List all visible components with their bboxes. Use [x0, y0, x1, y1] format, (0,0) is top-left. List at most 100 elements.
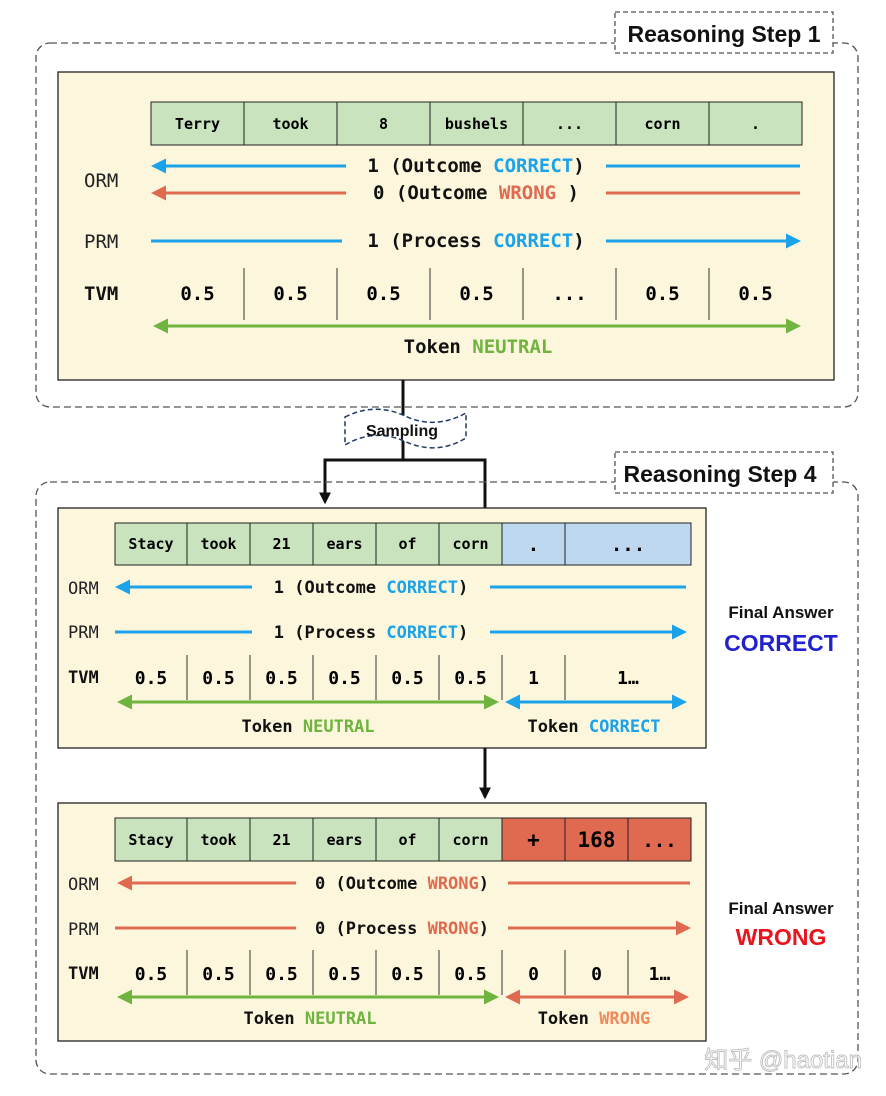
step1-tvm-value-3: 0.5	[459, 283, 493, 305]
correct-token-text-0: Stacy	[128, 535, 173, 553]
final-answer-wrong-verdict: WRONG	[736, 924, 827, 950]
step1-tvm-value-2: 0.5	[366, 283, 400, 305]
step4-title-box	[614, 451, 834, 494]
correct-token-6	[501, 522, 566, 566]
step4-outer-frame	[35, 481, 859, 1075]
step1-outer-frame	[35, 42, 859, 408]
wrong-token-8	[627, 817, 692, 862]
wrong-prm-text: 0 (Process WRONG)	[315, 919, 489, 939]
correct-token-text-3: ears	[326, 535, 362, 553]
correct-token-1	[186, 522, 251, 566]
correct-tvm-value-3: 0.5	[328, 668, 361, 689]
step1-token-text-1: took	[272, 115, 308, 133]
correct-token-text-7: ...	[611, 534, 645, 556]
step1-token-neutral-label: Token NEUTRAL	[404, 336, 553, 358]
step1-token-strip: Terry took 8 bushels ... corn .	[150, 101, 803, 146]
correct-token-strip: Stacy took 21 ears of corn . ...	[114, 522, 692, 566]
correct-token-5	[438, 522, 503, 566]
correct-tvm-dividers	[186, 655, 566, 700]
correct-tvm-value-4: 0.5	[391, 668, 424, 689]
correct-tvm-value-5: 0.5	[454, 668, 487, 689]
wrong-tvm-value-5: 0.5	[454, 964, 487, 985]
wrong-tvm-label: TVM	[68, 964, 99, 984]
correct-token-3	[312, 522, 377, 566]
wrong-token-text-7: 168	[578, 828, 616, 852]
wrong-tvm-value-0: 0.5	[135, 964, 168, 985]
wrong-token-6	[501, 817, 566, 862]
correct-token-7	[564, 522, 692, 566]
wrong-token-text-1: took	[200, 831, 236, 849]
step4-title: Reasoning Step 4	[624, 461, 817, 487]
wrong-token-neutral-label: Token NEUTRAL	[243, 1009, 376, 1029]
wrong-tvm-value-4: 0.5	[391, 964, 424, 985]
correct-prm-text: 1 (Process CORRECT)	[274, 623, 469, 643]
correct-token-text-4: of	[398, 535, 416, 553]
correct-token-0	[114, 522, 188, 566]
wrong-tvm-value-6: 0	[528, 964, 539, 985]
wrong-token-text-4: of	[398, 831, 416, 849]
wrong-token-text-8: ...	[642, 830, 676, 852]
step1-title: Reasoning Step 1	[628, 21, 821, 47]
wrong-tvm-value-7: 0	[591, 964, 602, 985]
wrong-token-2	[249, 817, 314, 862]
step1-token-0	[150, 101, 245, 146]
wrong-tvm-dividers	[186, 950, 629, 995]
step1-tvm-value-1: 0.5	[273, 283, 307, 305]
final-answer-correct-heading: Final Answer	[728, 603, 834, 622]
correct-token-text-2: 21	[272, 535, 290, 553]
correct-tvm-value-7: 1…	[617, 668, 639, 689]
correct-tvm-label: TVM	[68, 668, 99, 688]
step1-token-text-0: Terry	[175, 115, 220, 133]
correct-token-4	[375, 522, 440, 566]
step1-tvm-dividers	[243, 268, 710, 320]
step1-orm-label: ORM	[84, 170, 118, 192]
correct-token-2	[249, 522, 314, 566]
step1-token-6	[708, 101, 803, 146]
step1-tvm-value-5: 0.5	[645, 283, 679, 305]
wrong-tvm-value-8: 1…	[649, 964, 671, 985]
wrong-orm-text: 0 (Outcome WRONG)	[315, 874, 489, 894]
step1-token-text-4: ...	[556, 115, 583, 133]
correct-orm-label: ORM	[68, 579, 99, 599]
step1-tvm-label: TVM	[84, 283, 118, 305]
step1-tvm-value-0: 0.5	[180, 283, 214, 305]
wrong-orm-label: ORM	[68, 875, 99, 895]
step1-token-3	[429, 101, 524, 146]
correct-token-text-1: took	[200, 535, 236, 553]
watermark: 知乎 @haotian	[704, 1047, 862, 1074]
wrong-token-strip: Stacy took 21 ears of corn + 168 ...	[114, 817, 692, 862]
correct-tvm-value-6: 1	[528, 668, 539, 689]
wrong-tvm-value-3: 0.5	[328, 964, 361, 985]
wrong-token-text-3: ears	[326, 831, 362, 849]
correct-token-neutral-label: Token NEUTRAL	[241, 717, 374, 737]
step1-orm-wrong-text: 0 (Outcome WRONG )	[373, 182, 579, 204]
wrong-token-5	[438, 817, 503, 862]
wrong-token-text-6: +	[527, 828, 540, 852]
step1-prm-label: PRM	[84, 231, 118, 253]
sampling-branch	[319, 458, 487, 508]
wrong-token-wrong-label: Token WRONG	[538, 1009, 651, 1029]
step1-token-text-5: corn	[644, 115, 680, 133]
step1-orm-correct-text: 1 (Outcome CORRECT)	[367, 155, 584, 177]
correct-tvm-value-2: 0.5	[265, 668, 298, 689]
step1-token-1	[243, 101, 338, 146]
wrong-token-3	[312, 817, 377, 862]
wrong-prm-label: PRM	[68, 920, 99, 940]
step1-token-text-2: 8	[379, 115, 388, 133]
correct-token-text-6: .	[528, 534, 539, 556]
wrong-token-text-2: 21	[272, 831, 290, 849]
step1-token-text-6: .	[751, 115, 760, 133]
correct-orm-text: 1 (Outcome CORRECT)	[274, 578, 469, 598]
wrong-tvm-value-1: 0.5	[202, 964, 235, 985]
step1-tvm-value-6: 0.5	[738, 283, 772, 305]
wrong-token-1	[186, 817, 251, 862]
wrong-token-7	[564, 817, 629, 862]
correct-token-correct-label: Token CORRECT	[527, 717, 660, 737]
final-answer-correct-verdict: CORRECT	[724, 630, 838, 656]
sampling-label: Sampling	[366, 423, 438, 440]
final-answer-wrong-heading: Final Answer	[728, 899, 834, 918]
step1-title-box	[614, 11, 834, 54]
wrong-token-text-0: Stacy	[128, 831, 173, 849]
sampling-cloud	[344, 408, 467, 449]
